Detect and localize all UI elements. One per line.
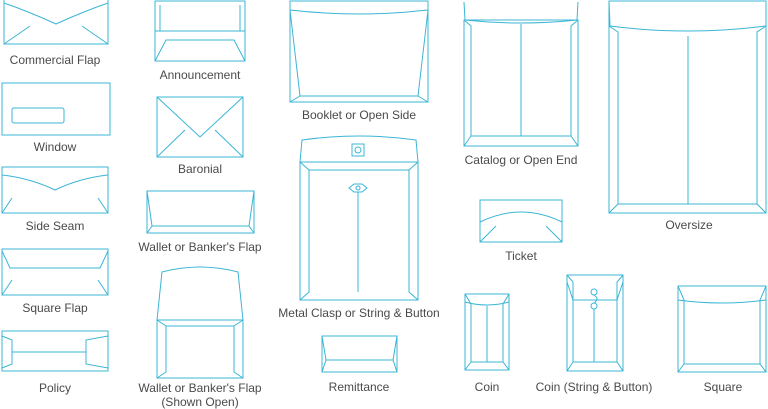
label-ticket: Ticket <box>505 249 537 263</box>
label-square: Square <box>703 380 743 394</box>
label-announcement: Announcement <box>159 68 241 82</box>
label-side-seam: Side Seam <box>25 219 85 233</box>
label-remittance: Remittance <box>328 380 390 394</box>
commercial-flap-envelope <box>3 0 109 45</box>
coin-string-envelope <box>566 274 624 372</box>
label-coin: Coin <box>474 380 500 394</box>
baronial-envelope <box>156 96 244 158</box>
remittance-envelope <box>321 335 398 373</box>
catalog-envelope <box>463 1 579 147</box>
label-coin-string: Coin (String & Button) <box>535 380 653 394</box>
label-commercial-flap: Commercial Flap <box>9 53 101 67</box>
square-envelope <box>677 285 767 373</box>
label-policy: Policy <box>38 381 72 395</box>
announcement-envelope <box>154 0 246 62</box>
policy-envelope <box>1 330 109 372</box>
metal-clasp-envelope <box>299 135 419 301</box>
label-wallet-flap: Wallet or Banker's Flap <box>138 240 262 254</box>
label-catalog: Catalog or Open End <box>464 153 578 167</box>
booklet-envelope <box>289 0 429 103</box>
wallet-flap-envelope <box>146 190 255 234</box>
label-wallet-open-line2: (Shown Open) <box>161 395 239 409</box>
side-seam-envelope <box>1 166 109 214</box>
oversize-envelope <box>608 0 767 214</box>
label-window: Window <box>33 140 77 154</box>
coin-envelope <box>464 293 510 371</box>
label-oversize: Oversize <box>665 218 713 232</box>
label-baronial: Baronial <box>177 162 223 176</box>
label-square-flap: Square Flap <box>22 301 88 315</box>
square-flap-envelope <box>1 248 109 296</box>
label-metal-clasp: Metal Clasp or String & Button <box>278 306 440 320</box>
wallet-open-envelope <box>156 266 244 379</box>
ticket-envelope <box>479 199 563 243</box>
window-envelope <box>1 82 111 136</box>
label-wallet-open-line1: Wallet or Banker's Flap <box>138 381 262 395</box>
label-booklet: Booklet or Open Side <box>301 108 417 122</box>
